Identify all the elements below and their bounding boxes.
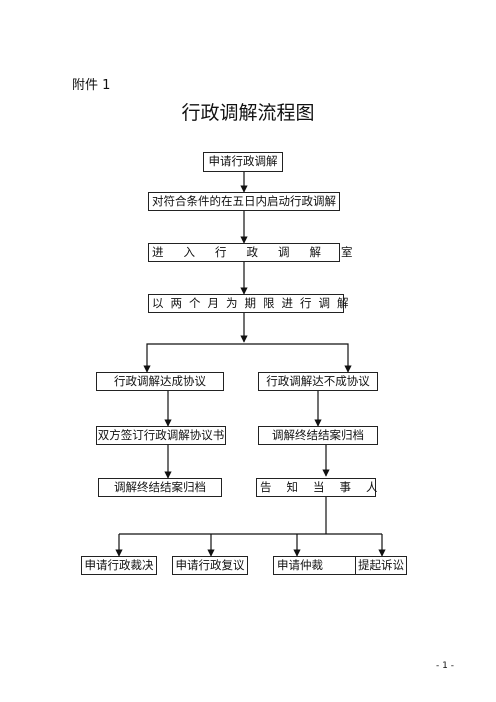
step-notify-parties: 告知当事人 — [256, 478, 378, 497]
step-close-archive-right: 调解终结结案归档 — [258, 426, 378, 445]
option-lawsuit: 提起诉讼 — [355, 556, 407, 575]
annex-label: 附件 1 — [72, 78, 111, 93]
step-enter-room: 进入行政调解室 — [148, 243, 353, 262]
option-arbitration: 申请仲裁 — [273, 556, 357, 575]
page-number: - 1 - — [436, 661, 454, 671]
branch-left — [143, 343, 244, 373]
step-agreement-not-reached: 行政调解达不成协议 — [258, 372, 378, 391]
step-agreement-reached: 行政调解达成协议 — [96, 372, 224, 391]
page-title: 行政调解流程图 — [181, 102, 315, 124]
branch-right — [244, 343, 352, 373]
step-start-within-5-days: 对符合条件的在五日内启动行政调解 — [148, 192, 340, 211]
step-close-archive-left: 调解终结结案归档 — [98, 478, 222, 497]
step-two-months-limit: 以两个月为期限进行调解 — [148, 294, 349, 313]
step-sign-agreement: 双方签订行政调解协议书 — [96, 426, 226, 445]
option-admin-review: 申请行政复议 — [172, 556, 248, 575]
step-apply: 申请行政调解 — [203, 152, 283, 172]
option-admin-ruling: 申请行政裁决 — [81, 556, 157, 575]
